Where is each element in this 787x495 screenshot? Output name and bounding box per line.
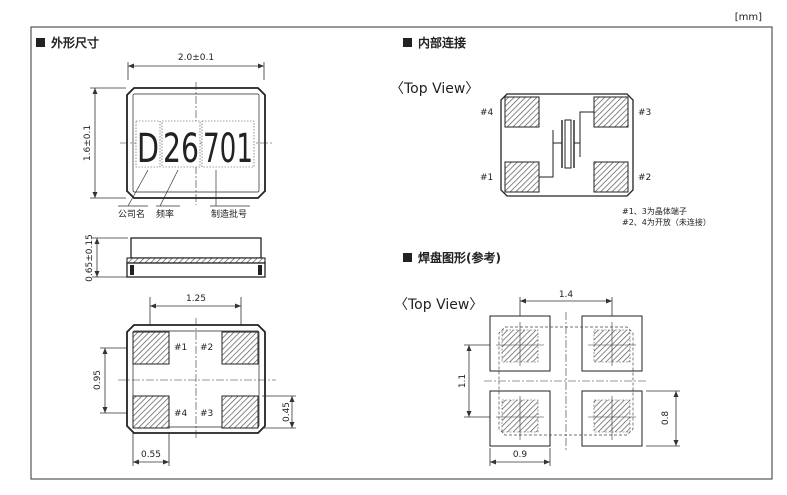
pad-pitch-y-dimension: 0.95 [93,370,103,390]
internal-pin-3: #3 [638,108,651,118]
internal-pin-2: #2 [638,173,651,183]
package-bottom-view: 1.25 0.95 #1 #2 #4 #3 0.45 0.55 [93,294,296,466]
internal-connection-view: 〈Top View〉 #4 #3 #1 #2 #1、3为晶体端子 #2、4为开放… [390,81,711,227]
package-side-view: 0.65±0.15 [85,234,266,282]
internal-pad-3 [593,96,629,128]
internal-pad-1 [504,161,540,193]
section-title-internal: 内部连接 [418,35,466,50]
bottom-pin-1: #1 [174,343,187,353]
section-title-outline: 外形尺寸 [51,35,99,50]
bottom-pin-4: #4 [174,409,188,419]
bullet-land [403,253,412,262]
label-lot-number: 制造批号 [211,208,247,220]
bullet-internal [403,38,412,47]
bullet-outline [36,38,45,47]
marking-frequency: 26 [163,126,199,172]
figure-frame [30,26,773,480]
width-dimension: 2.0±0.1 [178,53,214,63]
bottom-pad-1 [132,331,170,365]
marking-company: D [137,126,159,172]
internal-note-line-1: #1、3为晶体端子 [622,206,687,216]
internal-pad-2 [593,161,629,193]
thickness-dimension: 0.65±0.15 [85,234,95,282]
crystal-symbol [539,111,594,178]
pad-width-dimension: 0.55 [141,450,161,460]
package-top-view: 2.0±0.1 1.6±0.1 D 26 701 公司名 频率 制造批号 [83,53,272,220]
internal-pin-4: #4 [480,108,494,118]
section-title-land: 焊盘图形(参考) [418,250,501,265]
internal-pad-4 [504,96,540,128]
bottom-pad-2 [221,331,259,365]
land-pattern-view: 〈Top View〉 1.4 1.1 [394,290,680,466]
bottom-pin-2: #2 [200,343,213,353]
label-frequency: 频率 [156,208,174,220]
bottom-pin-3: #3 [200,409,213,419]
land-dim-1-4: 1.4 [559,290,574,300]
internal-note-line-2: #2、4为开放（未连接） [622,217,711,227]
internal-pin-1: #1 [480,173,493,183]
land-dim-0-9: 0.9 [513,450,528,460]
internal-top-view-label: 〈Top View〉 [390,81,479,97]
marking-lot: 701 [203,126,253,172]
land-dim-1-1: 1.1 [458,374,468,388]
land-dim-0-8: 0.8 [661,411,671,426]
land-top-view-label: 〈Top View〉 [394,297,483,313]
bottom-pad-4 [132,395,170,429]
label-company: 公司名 [118,208,145,220]
pad-pitch-x-dimension: 1.25 [186,294,206,304]
height-dimension: 1.6±0.1 [83,125,93,161]
pad-height-dimension: 0.45 [282,402,292,422]
unit-label: [mm] [735,12,762,23]
bottom-pad-3 [221,395,259,429]
